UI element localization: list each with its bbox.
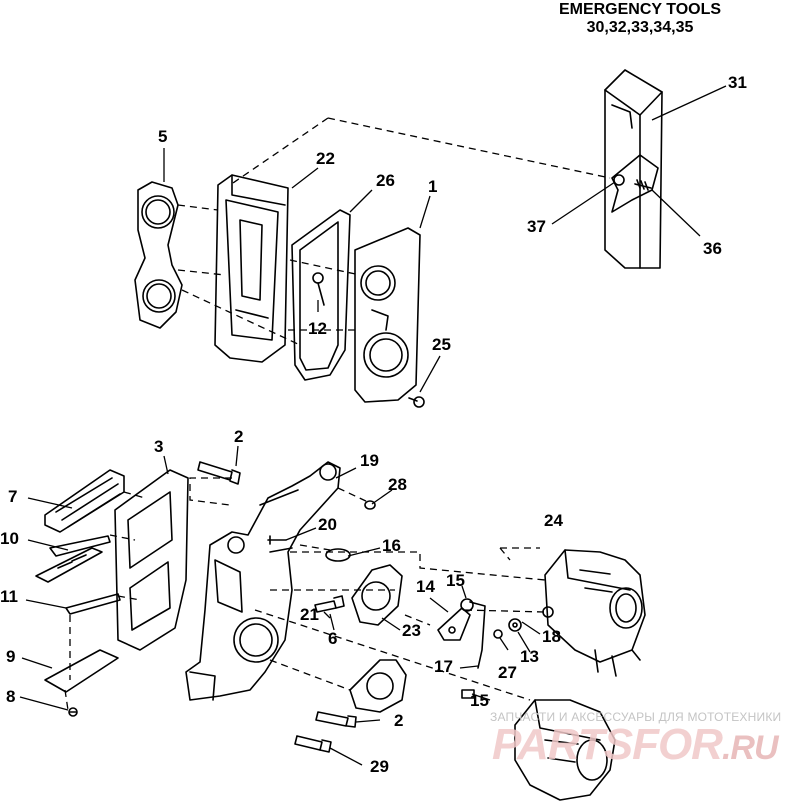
link-17: [469, 601, 486, 669]
callout-2-lower: 2: [394, 711, 404, 730]
header-title: EMERGENCY TOOLS: [558, 1, 722, 18]
gasket-5: [134, 181, 183, 329]
callout-5: 5: [158, 127, 168, 146]
assembly-centerlines: [64, 117, 611, 711]
callout-23: 23: [402, 621, 421, 640]
callout-37: 37: [527, 217, 546, 236]
callout-10: 10: [0, 529, 19, 548]
callout-24: 24: [544, 511, 563, 530]
callout-21: 21: [300, 605, 319, 624]
callout-15-upper: 15: [446, 571, 465, 590]
callout-7: 7: [8, 487, 18, 506]
gasket-26: [291, 209, 351, 381]
cover-plate-1: [354, 227, 421, 403]
watermark-domain: .RU: [721, 729, 779, 767]
cap-15-upper: [460, 598, 474, 612]
bracket-14: [437, 607, 471, 641]
bolt-2-lower: [315, 711, 357, 728]
callout-2-upper: 2: [234, 427, 244, 446]
callout-9: 9: [6, 647, 16, 666]
reed-petals-10: [35, 535, 111, 583]
watermark-brand: PARTSFOR.RU: [492, 720, 779, 770]
pin-20: [267, 535, 287, 545]
callout-18: 18: [542, 627, 561, 646]
carburetor-24: [542, 549, 646, 677]
callout-20: 20: [318, 515, 337, 534]
header-refs: 30,32,33,34,35: [586, 19, 694, 36]
bolt-29: [294, 735, 332, 753]
cap-15-lower: [461, 689, 475, 699]
watermark-caption: ЗАПЧАСТИ И АКСЕССУАРЫ ДЛЯ МОТОТЕХНИКИ: [490, 710, 782, 724]
callout-31: 31: [728, 73, 747, 92]
callout-27: 27: [498, 663, 517, 682]
callout-13: 13: [520, 647, 539, 666]
callout-leaders: [19, 85, 727, 766]
bolt-2-upper: [197, 461, 241, 485]
screw-8: [68, 707, 78, 717]
callout-11: 11: [0, 587, 18, 606]
callout-19: 19: [360, 451, 379, 470]
intake-manifold-19: [185, 461, 341, 701]
callout-8: 8: [6, 687, 16, 706]
callout-3: 3: [154, 437, 164, 456]
callout-22: 22: [316, 149, 335, 168]
reed-block-22: [214, 174, 289, 363]
callout-14: 14: [416, 577, 435, 596]
gasket-3: [114, 469, 189, 651]
callout-6: 6: [328, 629, 338, 648]
callout-16: 16: [382, 536, 401, 555]
gasket-23: [349, 564, 407, 713]
bolt-21: [314, 595, 345, 613]
callout-1: 1: [428, 177, 438, 196]
watermark-brand-name: PARTSFOR: [492, 720, 723, 769]
plate-9: [44, 649, 119, 693]
callout-25: 25: [432, 335, 451, 354]
screw-12: [312, 272, 325, 306]
screw-13: [508, 618, 522, 632]
emergency-tool-box-31: [604, 69, 663, 269]
carburetor-lower: [514, 699, 616, 801]
part-28: [364, 500, 376, 510]
o-ring-16: [325, 548, 351, 562]
reed-valve-7: [44, 469, 125, 533]
callout-36: 36: [703, 239, 722, 258]
callout-15-lower: 15: [470, 691, 489, 710]
callout-29: 29: [370, 757, 389, 776]
callout-26: 26: [376, 171, 395, 190]
callout-12: 12: [308, 319, 327, 338]
screw-25: [408, 396, 425, 408]
callout-17: 17: [434, 657, 453, 676]
callout-28: 28: [388, 475, 407, 494]
screw-27: [493, 629, 503, 639]
reed-stop-11: [65, 593, 121, 615]
